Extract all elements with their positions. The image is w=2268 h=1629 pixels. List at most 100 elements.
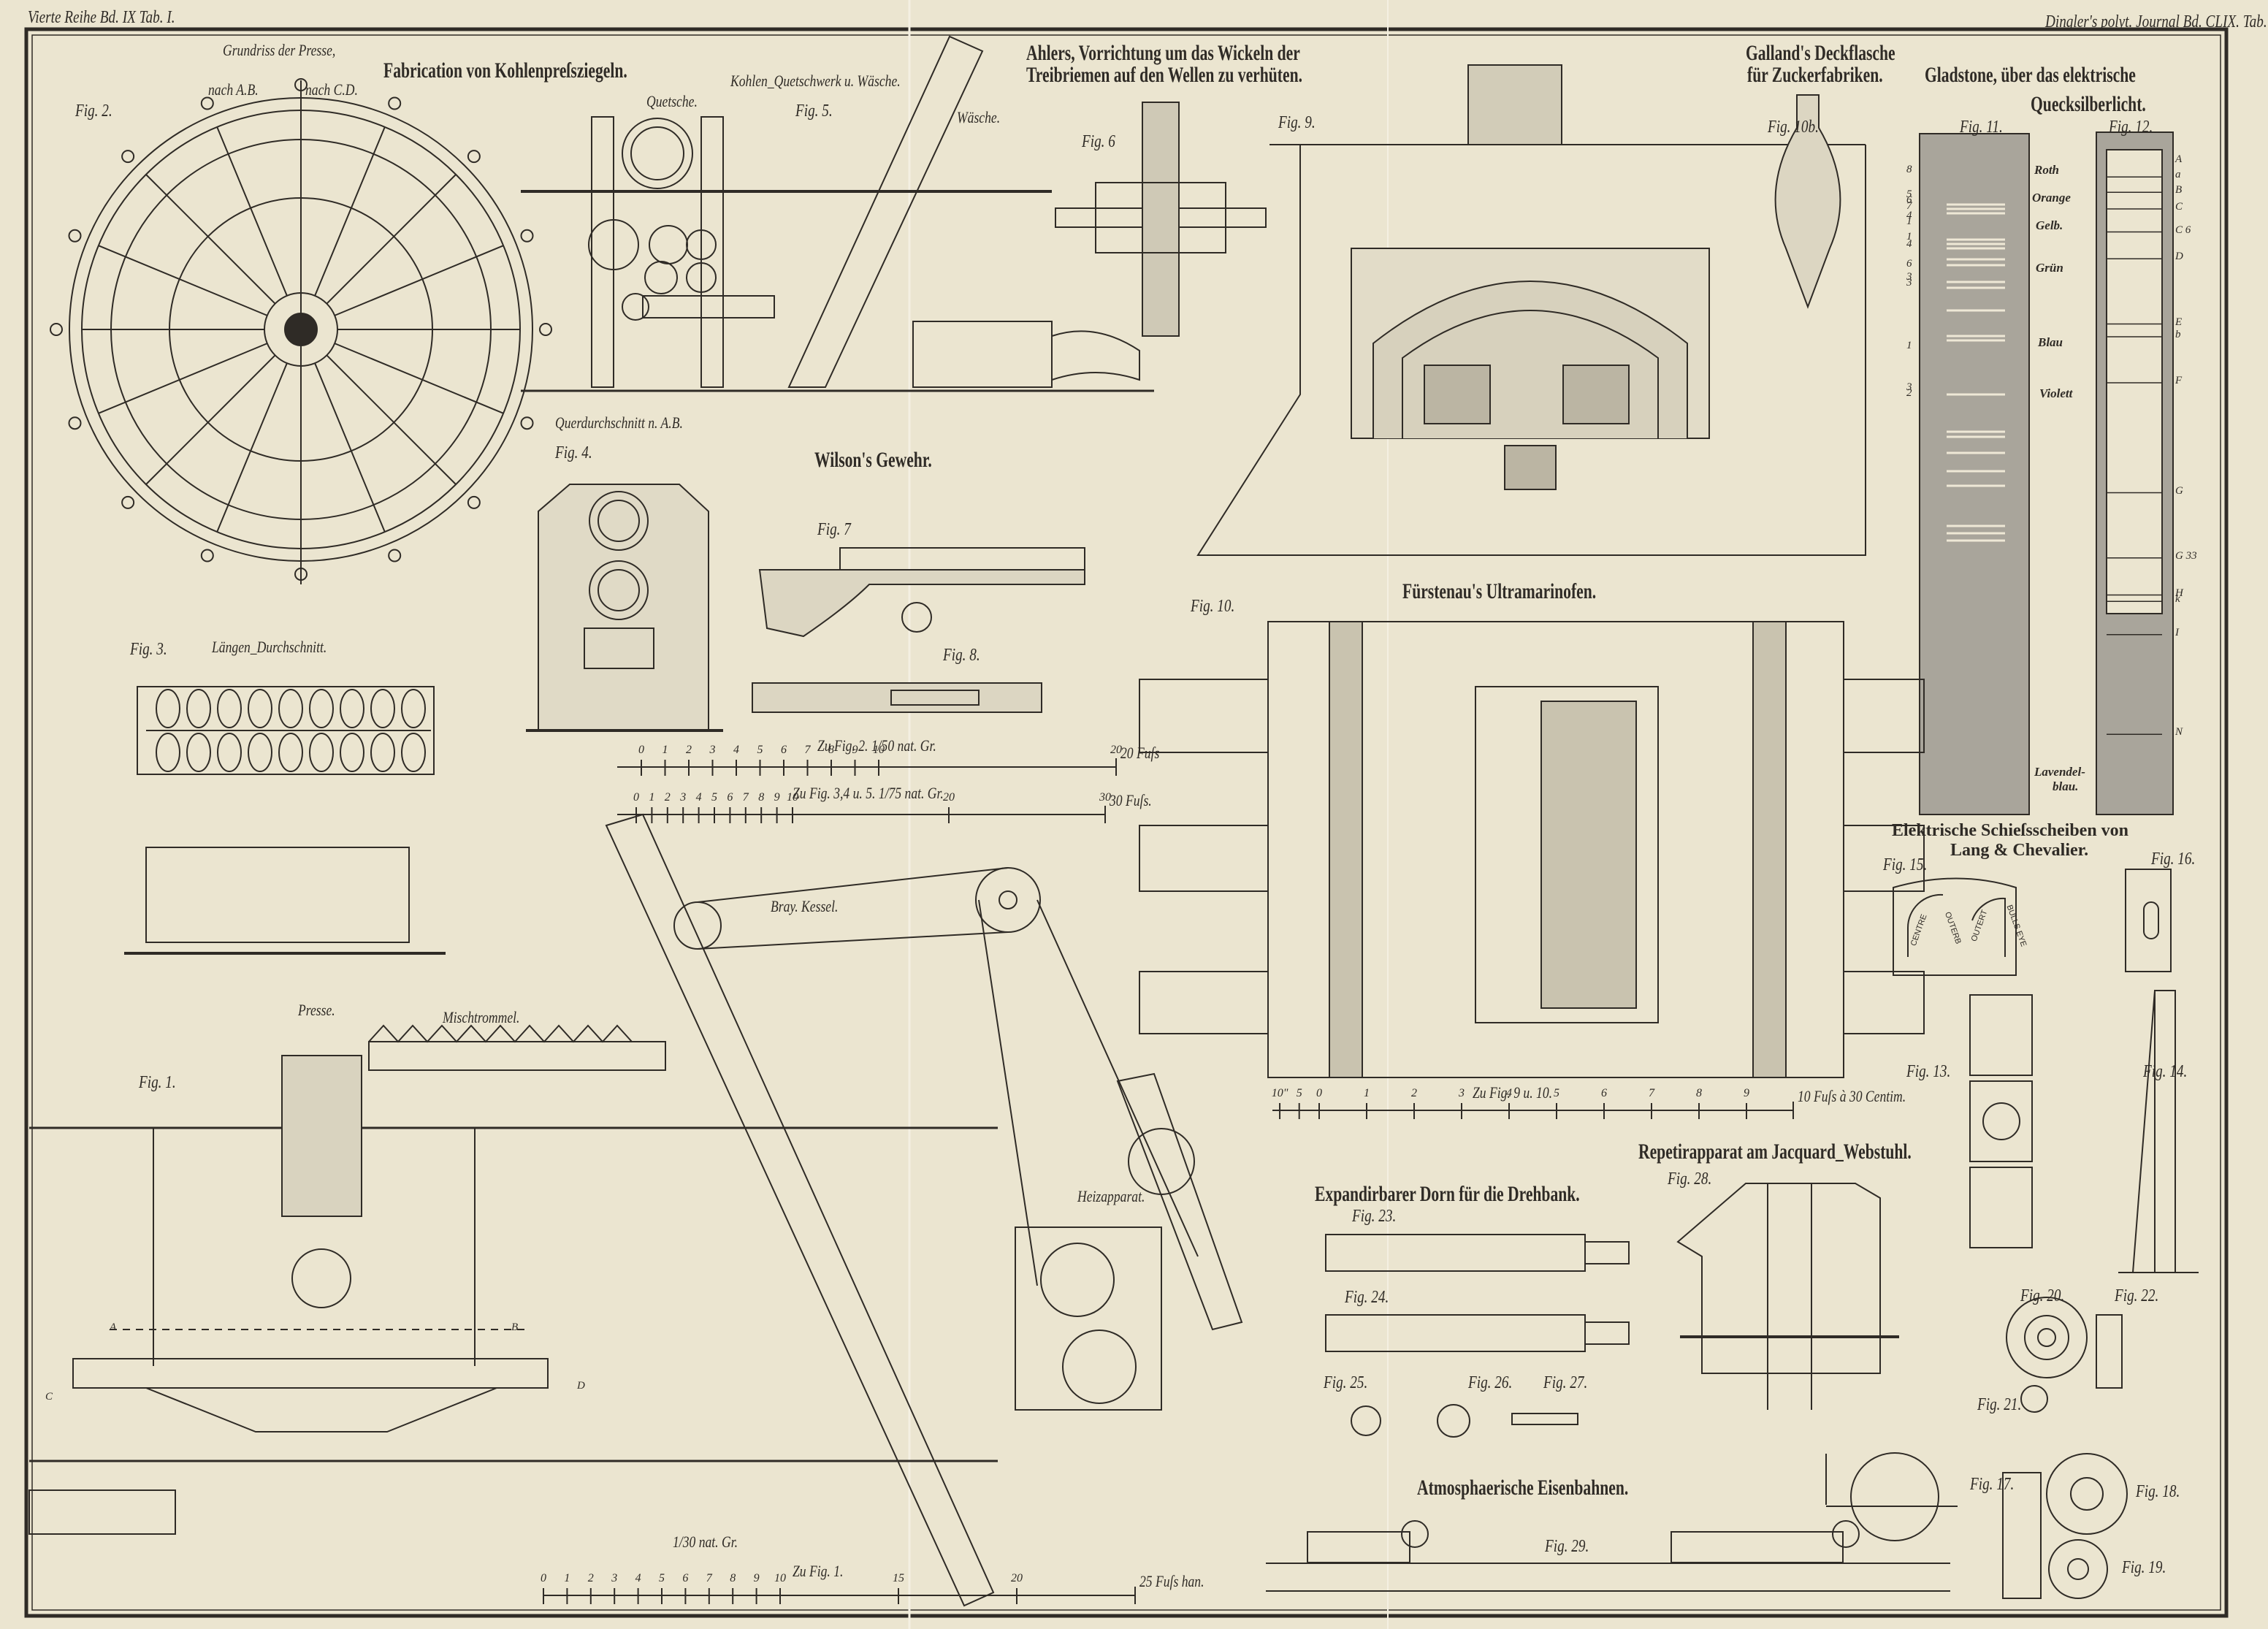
fig12-line-letter: C [2175,201,2183,213]
fig3-longitudinal-section-drawing [124,686,446,955]
fig20-22-drawing [2006,1297,2123,1413]
scale-tick-label: 9 [753,1572,760,1584]
fig11-label-gruen: Grün [2036,261,2063,275]
fig1-conveyor-drawing [605,813,1243,1607]
fig-label-19: Fig. 19. [2122,1558,2166,1577]
fig11-line-number: 5 [1906,188,1912,200]
scale-tick-label: 2 [686,744,692,756]
fig-label-22: Fig. 22. [2115,1286,2159,1305]
label-nach-ab: nach A.B. [208,80,259,99]
fig14-column-drawing [2118,990,2199,1273]
scale-end-label: 30 Fuſs. [1110,791,1152,809]
fig8-breech-drawing [752,682,1042,713]
fig17-19-drawing [2002,1453,2128,1599]
fig-label-16: Fig. 16. [2151,850,2196,869]
fig-label-20: Fig. 20. [2020,1286,2065,1305]
scale-tick-label: 15 [893,1572,904,1584]
scale-tick-label: 2 [587,1572,594,1584]
label-querdurchschnitt: Querdurchschnitt n. A.B. [555,413,683,432]
fig12-line-letter: a [2175,169,2181,181]
fig-label-10: Fig. 10. [1191,597,1235,616]
title-galland-1: Galland's Deckflasche [1746,41,1895,65]
fig-label-21: Fig. 21. [1977,1395,2022,1414]
scale-ratio-fig1: 1/30 nat. Gr. [673,1533,738,1551]
fig11-spectrum-drawing [1919,133,2030,815]
scale-tick-label: 1 [662,744,668,756]
fig-label-1: Fig. 1. [139,1073,176,1092]
title-ahlers-1: Ahlers, Vorrichtung um das Wickeln der [1026,41,1300,65]
fig-label-9: Fig. 9. [1278,113,1316,132]
scale-end-label: 20 Fuſs [1120,744,1160,762]
scale-tick-label: 9 [852,744,858,756]
fig12-line-letter: k [2175,593,2180,606]
title-repetirapparat: Repetirapparat am Jacquard_Webstuhl. [1638,1140,1912,1164]
fig11-label-gelb: Gelb. [2036,218,2063,232]
scale-tick-label: 9 [774,791,780,804]
scale-tick-label: 2 [664,791,671,804]
fig10-ultramarine-furnace-plan [1139,621,1925,1078]
scale-tick-label: 5 [711,791,717,804]
scale-tick-label: 20 [1011,1572,1023,1584]
fig-label-28: Fig. 28. [1668,1170,1712,1189]
scale-caption-fig2: Zu Fig. 2. 1/50 nat. Gr. [817,736,936,755]
title-atmosphaerische-eisenbahnen: Atmosphaerische Eisenbahnen. [1417,1476,1629,1500]
fig12-line-letter: F [2175,375,2183,386]
fig12-line-letter: b [2175,329,2181,340]
scale-tick-label: 3 [709,744,716,756]
fig-label-2: Fig. 2. [75,102,112,121]
fig2-press-plan-drawing [50,78,552,584]
fig11-line-number: 3 [1906,381,1912,393]
scale-caption-fig9-10: Zu Fig. 9 u. 10. [1473,1083,1553,1102]
scale-tick-label: 4 [635,1572,641,1584]
scale-tick-label: 3 [611,1572,618,1584]
fig11-line-number: 8 [1906,164,1912,175]
fig11-line-number: 2 [1906,387,1912,399]
fig1-press-elevation-drawing [28,1024,998,1535]
fig-label-4: Fig. 4. [555,443,592,462]
label-heizapparat: Heizapparat. [1077,1187,1145,1205]
label-presse: Presse. [298,1001,335,1019]
fig-label-27: Fig. 27. [1543,1373,1588,1392]
scale-tick-label: 7 [742,791,749,804]
title-gladstone-2: Quecksilberlicht. [2031,92,2146,116]
fig11-line-number: 4 [1906,210,1912,221]
scale-end-label: 10 Fuſs à 30 Centim. [1798,1087,1906,1105]
scale-tick-label: 0 [541,1572,546,1584]
fig-label-13: Fig. 13. [1906,1062,1951,1081]
fig7-rifle-drawing [758,547,1085,638]
scale-tick-label: 20 [943,791,955,804]
fig12-line-letter: G 33 [2175,549,2197,562]
fig1-letter-d: D [577,1380,585,1392]
scale-end-label: 25 Fuſs han. [1139,1572,1204,1590]
plate-header-right: Dingler's polyt. Journal Bd. CLIX. Tab. … [2045,12,2268,31]
fig16-target-side-drawing [2125,869,2172,972]
fig12-line-letter: G [2175,484,2183,497]
fig1-letter-a: A [110,1321,117,1333]
label-quetsche: Quetsche. [646,92,698,110]
scale-tick-label: 7 [804,744,811,756]
fig-label-12: Fig. 12. [2109,118,2153,137]
fig12-line-letter: A [2175,153,2183,166]
scale-caption-fig1: Zu Fig. 1. [793,1562,844,1580]
fig11-line-number: 3 [1906,277,1912,289]
fig13-frame-drawing [1969,994,2033,1248]
fig-label-29: Fig. 29. [1545,1537,1589,1556]
scale-tick-label: 6 [781,744,787,756]
fig-label-11: Fig. 11. [1960,118,2003,137]
scale-caption-fig3-5: Zu Fig. 3,4 u. 5. 1/75 nat. Gr. [793,784,944,802]
fig29-atmospheric-railway-drawing [1266,1452,1958,1592]
fig6-belt-guard-drawing [1055,102,1267,337]
title-expandirbarer-dorn: Expandirbarer Dorn für die Drehbank. [1315,1182,1580,1206]
scale-tick-label: 3 [680,791,687,804]
scale-tick-label: 0 [638,744,644,756]
fig12-spectrum-drawing [2096,131,2174,815]
label-waesche: Wäsche. [957,108,1001,126]
fig12-line-letter: B [2175,184,2183,197]
scale-tick-label: 7 [706,1572,712,1584]
fig11-label-orange: Orange [2032,191,2071,205]
scale-tick-label: 5 [659,1572,665,1584]
title-gladstone-1: Gladstone, über das elektrische [1925,63,2136,87]
plate-border [24,0,2229,1629]
scale-tick-label: 4 [1506,1087,1512,1099]
label-laengen: Längen_Durchschnitt. [212,638,327,656]
